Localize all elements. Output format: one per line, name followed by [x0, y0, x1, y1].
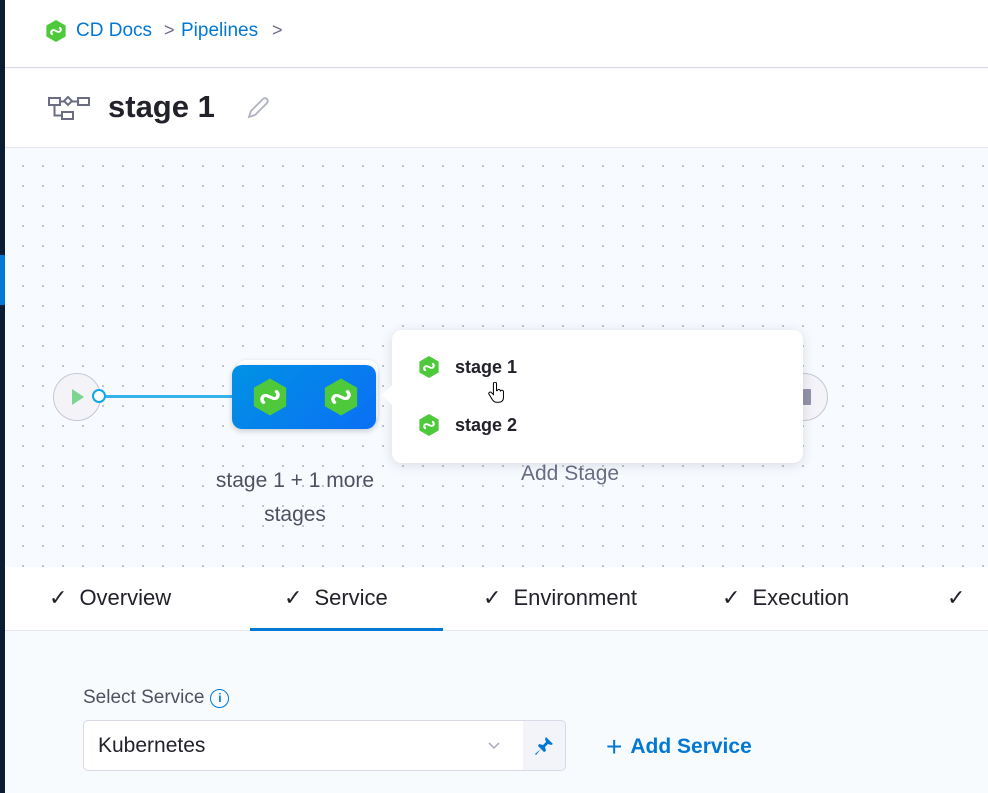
stage-tabs: ✓ Overview ✓ Service ✓ Environment ✓ Executi… [5, 567, 988, 631]
chevron-right-icon: > [272, 20, 283, 40]
left-nav-active-indicator [0, 255, 5, 305]
tab-environment[interactable]: ✓ Environment [483, 585, 637, 611]
breadcrumb-pipelines[interactable]: Pipelines [181, 20, 259, 41]
add-service-label: Add Service [630, 735, 752, 758]
selected-value: Kubernetes [98, 733, 206, 757]
popover-item-label: stage 1 [455, 356, 518, 377]
active-tab-indicator [250, 628, 443, 631]
pipeline-canvas[interactable]: stage 1 + 1 more stages Add Stage stage 1… [5, 148, 988, 567]
tab-label: Environment [513, 585, 637, 610]
add-service-button[interactable]: + Add Service [606, 731, 752, 763]
connector-port[interactable] [92, 389, 106, 403]
breadcrumb: CD Docs > Pipelines > [5, 0, 988, 68]
breadcrumb-cd-docs[interactable]: CD Docs [76, 20, 153, 41]
tab-label: Execution [752, 585, 850, 610]
cd-stage-icon [322, 377, 360, 417]
check-icon: ✓ [284, 585, 303, 610]
stage-group-label: stage 1 + 1 more stages [195, 464, 395, 532]
hand-cursor-icon [488, 382, 504, 403]
stop-icon [803, 389, 811, 405]
tab-label: Service [314, 585, 388, 610]
tab-execution[interactable]: ✓ Execution [722, 585, 849, 611]
cd-module-icon [45, 19, 67, 43]
stage-group-popover: stage 1 stage 2 [382, 330, 803, 463]
tab-overview[interactable]: ✓ Overview [49, 585, 171, 611]
popover-item-stage-1[interactable]: stage 1 [418, 354, 517, 380]
plus-icon: + [606, 731, 623, 762]
pencil-icon[interactable] [245, 95, 271, 121]
cd-stage-icon [418, 413, 440, 437]
info-icon[interactable]: i [210, 688, 230, 708]
group-label-line: stage 1 + 1 more [215, 469, 375, 492]
pipeline-stage-icon [48, 96, 90, 120]
check-icon: ✓ [49, 585, 68, 610]
left-nav-bar [0, 0, 5, 793]
group-label-line: stages [264, 503, 326, 526]
play-icon [72, 389, 84, 405]
chevron-right-icon: > [164, 20, 175, 40]
popover-item-stage-2[interactable]: stage 2 [418, 412, 517, 438]
check-icon: ✓ [483, 585, 502, 610]
service-select[interactable]: Kubernetes [83, 720, 524, 771]
check-icon: ✓ [947, 585, 966, 610]
stage-title-bar: stage 1 [5, 69, 988, 148]
label-text: Select Service [83, 687, 205, 708]
tab-service[interactable]: ✓ Service [284, 585, 388, 611]
page-title: stage 1 [108, 89, 215, 124]
tab-advanced[interactable]: ✓ [947, 585, 965, 611]
connector-line [106, 395, 232, 398]
chevron-down-icon[interactable] [487, 733, 501, 759]
tab-label: Overview [79, 585, 172, 610]
stage-group-node[interactable] [232, 365, 376, 429]
pin-icon [535, 736, 553, 755]
check-icon: ✓ [722, 585, 741, 610]
popover-item-label: stage 2 [455, 414, 518, 435]
cd-stage-icon [418, 355, 440, 379]
cd-stage-icon [251, 377, 289, 417]
add-stage-label[interactable]: Add Stage [521, 462, 620, 485]
pin-button[interactable] [523, 720, 566, 771]
